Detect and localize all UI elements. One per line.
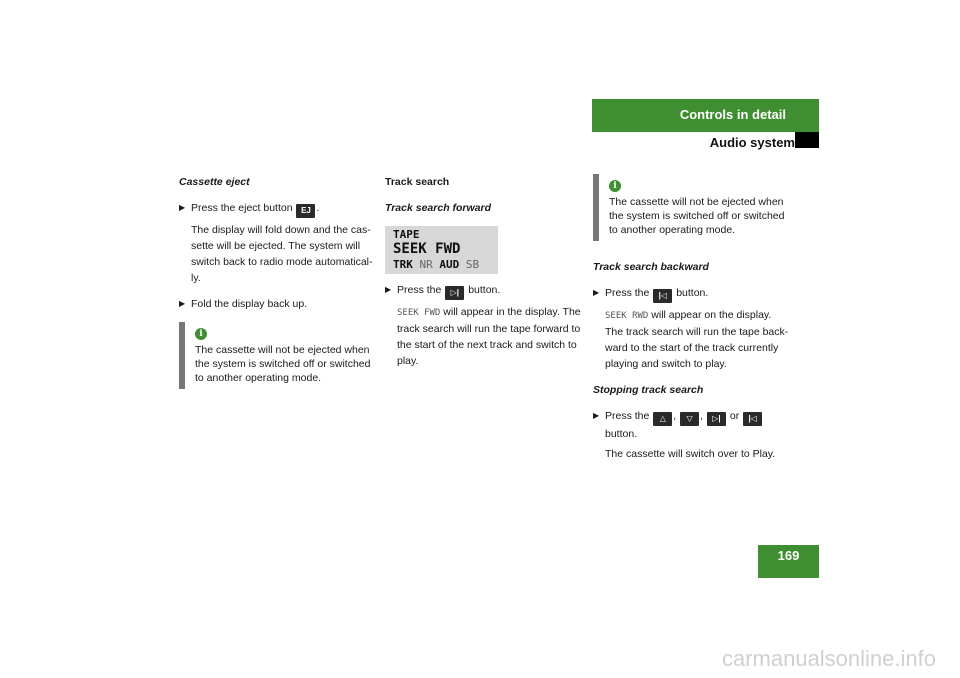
bullet-arrow-icon: ▶: [385, 285, 392, 294]
section-heading-cassette-eject: Cassette eject: [179, 176, 250, 188]
lcd-line-3: TRK NR AUD SB: [393, 258, 480, 271]
up-key-icon: △: [653, 412, 673, 426]
info-box-track-search: i The cassette will not be ejected when …: [593, 174, 791, 241]
header-marker: [795, 132, 819, 148]
column-cassette-eject: Cassette eject ▶ Press the eject button …: [179, 174, 377, 389]
display-text-seek-rwd: SEEK RWD: [605, 311, 649, 321]
eject-key-icon: EJ: [296, 204, 316, 218]
paragraph-seek-forward: SEEK FWD will appear in the display. The…: [397, 306, 581, 367]
subheading-track-search-backward: Track search backward: [593, 261, 709, 273]
section-heading-track-search: Track search: [385, 176, 450, 188]
lcd-display: TAPE SEEK FWD TRK NR AUD SB: [385, 226, 498, 274]
instruction-fold-display: ▶ Fold the display back up.: [179, 298, 308, 310]
paragraph-eject-result: The display will fold down and the cas-s…: [191, 224, 373, 284]
bullet-arrow-icon: ▶: [179, 203, 186, 212]
info-text: The cassette will not be ejected when th…: [609, 196, 785, 236]
info-icon: i: [609, 180, 621, 192]
column-track-search: Track search Track search forward TAPE S…: [385, 174, 583, 379]
lcd-line-2: SEEK FWD: [393, 241, 461, 257]
bullet-arrow-icon: ▶: [593, 288, 600, 297]
instruction-stop-search: ▶ Press the △, ▽, ▷| or |◁ button.: [593, 408, 791, 442]
info-icon: i: [195, 328, 207, 340]
column-track-search-backward: i The cassette will not be ejected when …: [593, 174, 791, 472]
watermark: carmanualsonline.info: [721, 646, 936, 671]
backward-key-icon: |◁: [743, 412, 763, 426]
page-number: 169: [758, 545, 819, 578]
forward-key-icon: ▷|: [445, 286, 465, 300]
down-key-icon: ▽: [680, 412, 700, 426]
forward-key-icon: ▷|: [706, 412, 726, 426]
header-bar: Controls in detail: [592, 99, 819, 132]
header-subtitle: Audio system: [709, 135, 795, 150]
paragraph-switch-to-play: The cassette will switch over to Play.: [605, 448, 776, 460]
paragraph-seek-backward: SEEK RWD will appear on the display. The…: [605, 309, 789, 370]
info-text: The cassette will not be ejected when th…: [195, 344, 371, 384]
header-title: Controls in detail: [679, 107, 786, 122]
info-box-eject: i The cassette will not be ejected when …: [179, 322, 377, 389]
instruction-press-forward: ▶ Press the ▷| button.: [385, 282, 583, 300]
subheading-stopping-track-search: Stopping track search: [593, 384, 704, 396]
display-text-seek-fwd: SEEK FWD: [397, 308, 441, 318]
bullet-arrow-icon: ▶: [593, 411, 600, 420]
lcd-line-1: TAPE: [393, 228, 420, 241]
instruction-eject: ▶ Press the eject button EJ.: [179, 200, 377, 218]
bullet-arrow-icon: ▶: [179, 299, 186, 308]
instruction-press-backward: ▶ Press the |◁ button.: [593, 285, 791, 303]
subheading-track-search-forward: Track search forward: [385, 202, 492, 214]
backward-key-icon: |◁: [653, 289, 673, 303]
